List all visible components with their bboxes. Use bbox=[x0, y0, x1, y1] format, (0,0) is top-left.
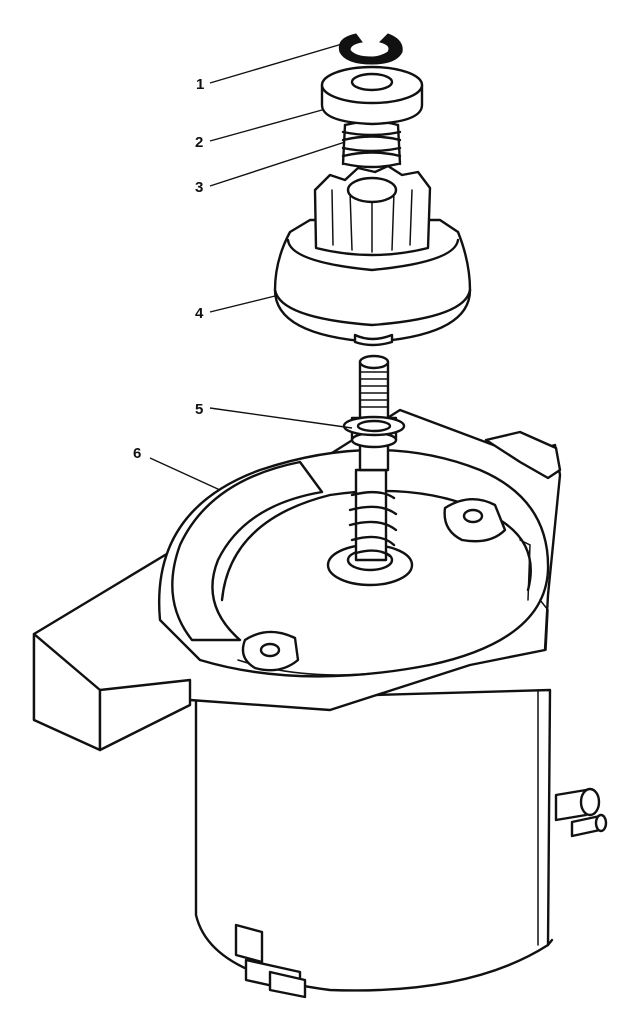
retaining-clip bbox=[338, 33, 403, 65]
leader-lines bbox=[149, 43, 353, 491]
callout-4: 4 bbox=[195, 305, 204, 322]
terminal-post bbox=[554, 787, 608, 838]
callout-5: 5 bbox=[195, 401, 203, 418]
starter-motor bbox=[32, 408, 608, 999]
bottom-tab-left bbox=[234, 923, 264, 964]
pinion-gear bbox=[273, 164, 472, 347]
callout-3: 3 bbox=[195, 179, 203, 196]
spring-retainer-cup bbox=[320, 65, 424, 126]
callout-6: 6 bbox=[133, 445, 141, 462]
callout-labels: 1 2 3 4 5 6 bbox=[133, 76, 204, 462]
armature-shaft bbox=[358, 354, 390, 472]
callout-1: 1 bbox=[196, 76, 204, 93]
motor-can bbox=[194, 688, 552, 992]
flange-lug bbox=[484, 430, 562, 480]
anti-drift-spring bbox=[341, 120, 402, 169]
guard-arc bbox=[171, 460, 324, 642]
callout-2: 2 bbox=[195, 134, 203, 151]
thrust-washer bbox=[342, 415, 406, 449]
